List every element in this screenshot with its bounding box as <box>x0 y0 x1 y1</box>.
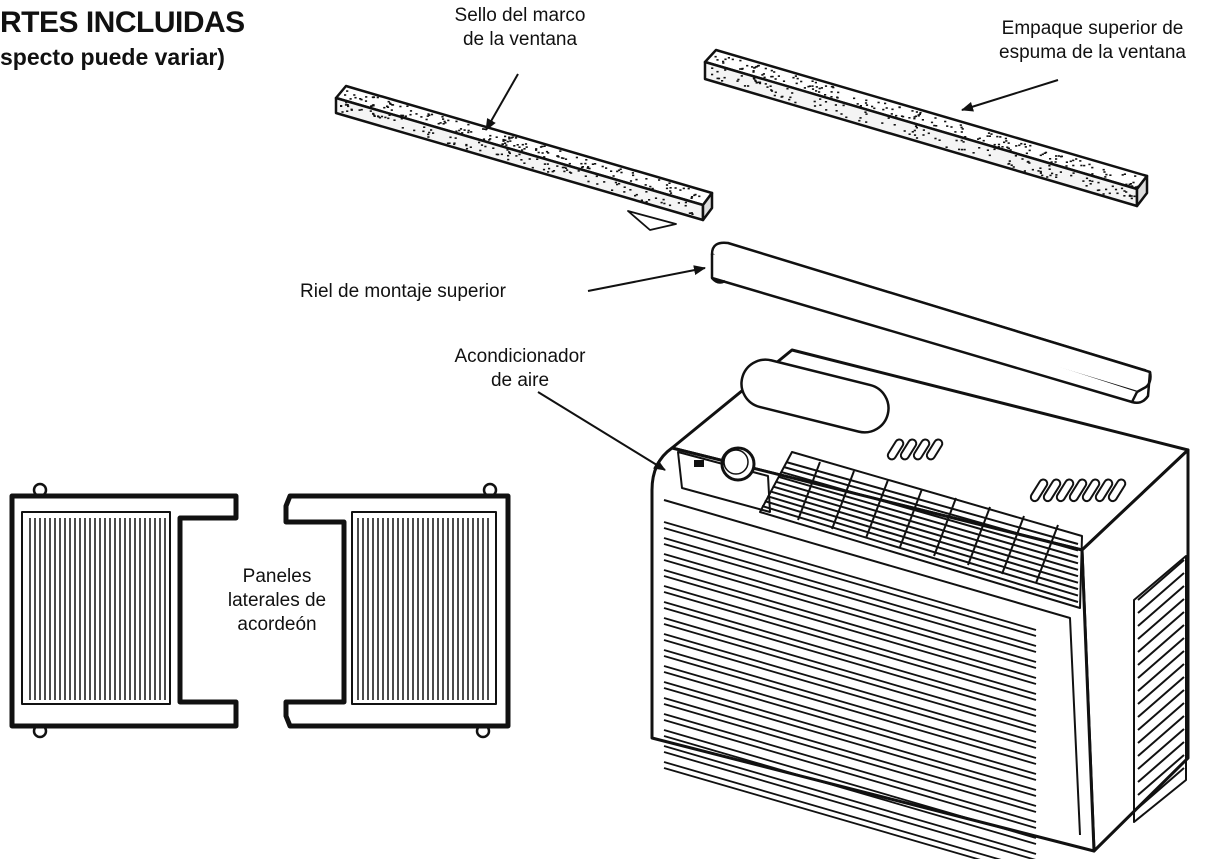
leader-arrows <box>485 73 1059 471</box>
accordion-panel-left <box>9 482 239 739</box>
front-grille <box>663 521 1037 859</box>
label-top-mounting-rail: Riel de montaje superior <box>300 281 506 302</box>
window-frame-seal <box>334 84 714 231</box>
top-vent-icon <box>740 358 890 434</box>
side-vent-grille <box>1133 555 1187 823</box>
accordion-panel-right <box>283 482 511 739</box>
arrow-empaque <box>961 79 1059 112</box>
top-foam-gasket <box>703 48 1149 208</box>
foam-texture <box>340 90 701 215</box>
section-title: RTES INCLUIDAS <box>0 6 245 39</box>
vent-grille <box>886 438 944 461</box>
accordion-pleats <box>357 518 489 700</box>
air-louvers <box>759 451 1083 609</box>
accordion-pleats <box>29 518 166 700</box>
section-subtitle: specto puede variar) <box>0 44 225 70</box>
arrow-riel <box>587 265 706 292</box>
control-knob-icon <box>720 446 756 482</box>
arrow-acondicionador <box>537 391 666 471</box>
top-mounting-rail <box>710 241 1152 404</box>
arrow-sello <box>485 73 519 131</box>
vent-grille <box>1029 478 1127 503</box>
air-conditioner <box>650 348 1190 859</box>
foam-texture <box>711 55 1139 200</box>
